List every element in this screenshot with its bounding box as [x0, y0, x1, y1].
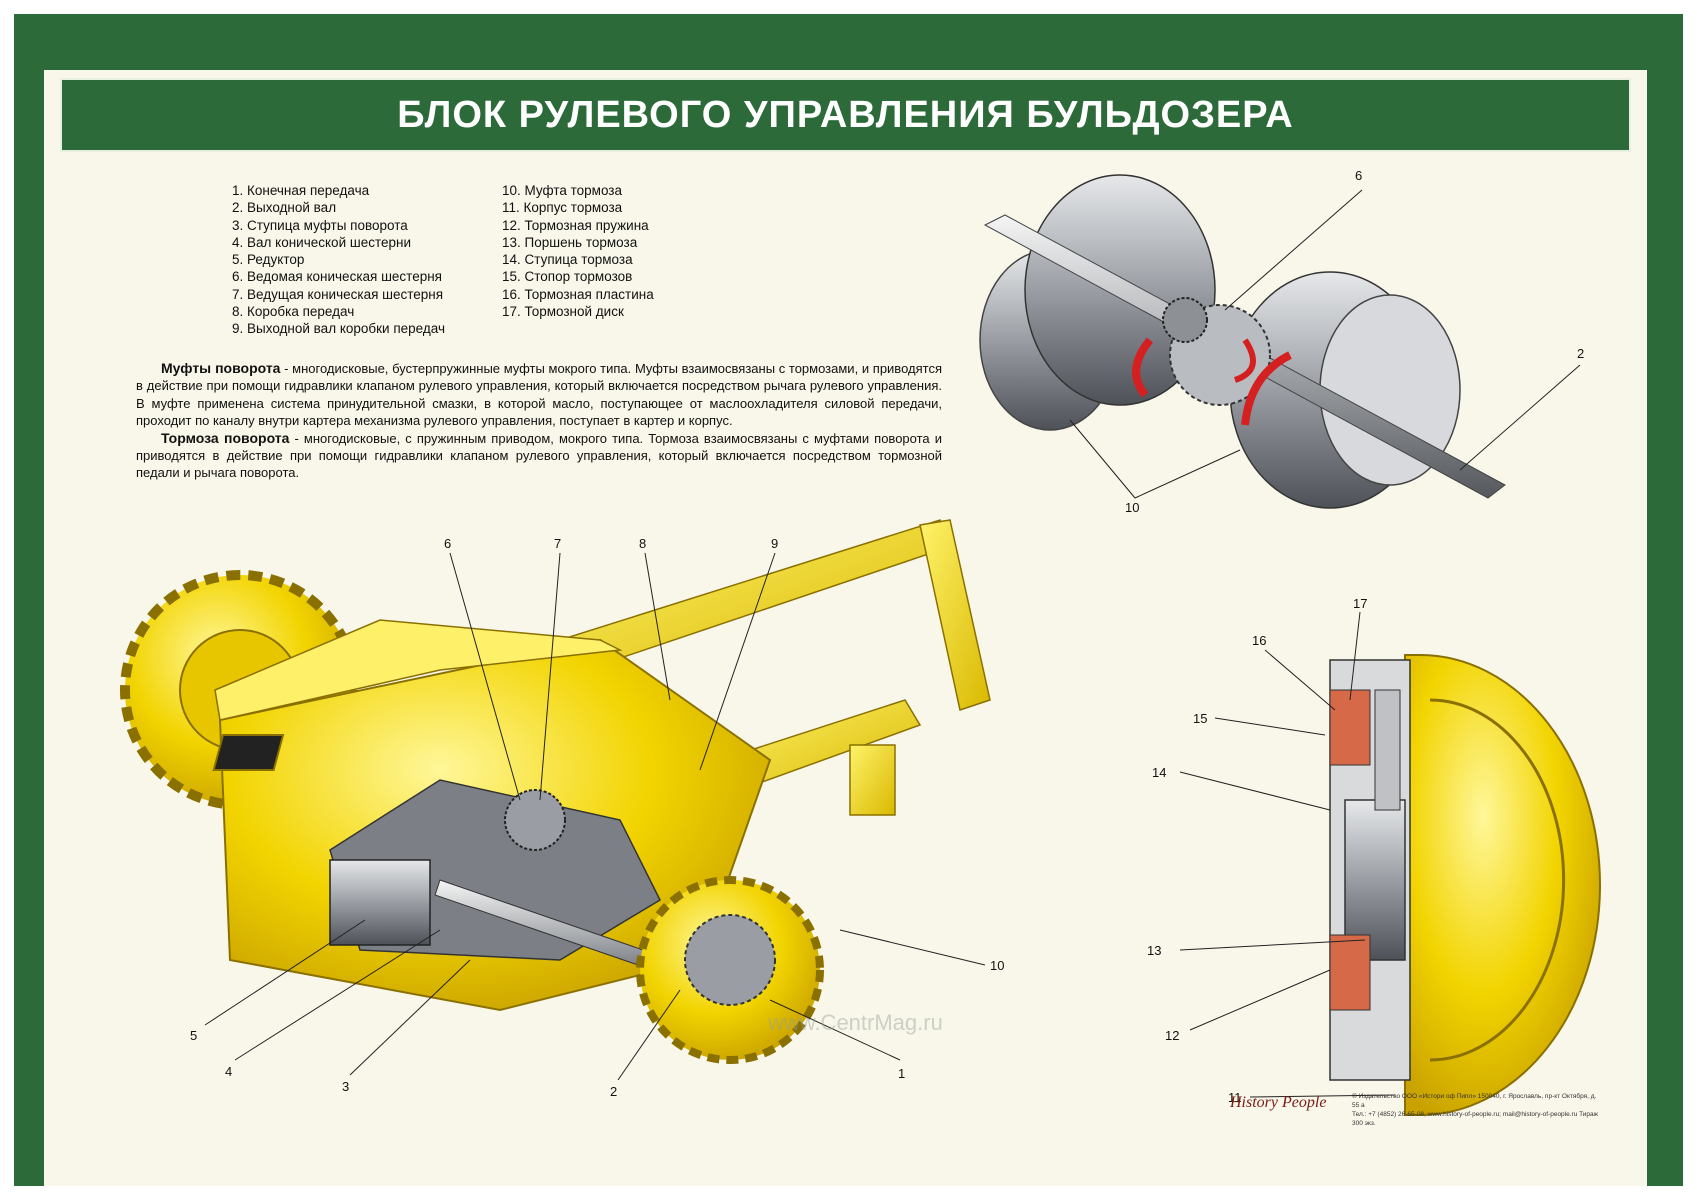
brake-housing-inner [1429, 698, 1566, 1062]
callout-number: 17 [1353, 596, 1367, 611]
clutch-illustration [979, 174, 1506, 509]
housing-top [214, 619, 623, 721]
leader-line [769, 999, 901, 1061]
callout-number: 4 [225, 1064, 232, 1079]
legend-item: 16. Тормозная пластина [502, 286, 654, 302]
legend-item: 2. Выходной вал [232, 200, 337, 216]
legend-item: 4. Вал конической шестерни [232, 234, 411, 250]
callout-number: 2 [610, 1084, 617, 1099]
description-brake-heading: Тормоза поворота [161, 429, 290, 446]
callout-number: 6 [1355, 168, 1362, 183]
title-bar: БЛОК РУЛЕВОГО УПРАВЛЕНИЯ БУЛЬДОЗЕРА [60, 78, 1631, 152]
poster-title: БЛОК РУЛЕВОГО УПРАВЛЕНИЯ БУЛЬДОЗЕРА [397, 93, 1294, 136]
callout-number: 8 [639, 536, 646, 551]
watermark: www.CentrMag.ru [768, 1010, 943, 1035]
legend-item: 11. Корпус тормоза [502, 200, 623, 216]
publisher-info: © Издательство ООО «Истори оф Пипл» 1500… [1352, 1092, 1602, 1128]
mount-bracket [849, 744, 896, 816]
inspection-hatch [212, 734, 285, 771]
pinion-gear [1162, 297, 1208, 343]
callout-number: 11 [1228, 1090, 1242, 1105]
callout-number: 14 [1152, 765, 1166, 780]
legend-item: 3. Ступица муфты поворота [232, 217, 408, 233]
brake-pack-lower [1329, 934, 1371, 1011]
description-clutch-text: - многодисковые, бустерпружинные муфты м… [136, 361, 942, 429]
leader-line [839, 929, 986, 966]
brake-illustration [1329, 654, 1601, 1116]
description-clutch-heading: Муфты поворота [161, 360, 281, 376]
leader-line [1224, 189, 1363, 311]
callout-number: 1 [898, 1066, 905, 1081]
callout-number: 15 [1193, 711, 1207, 726]
leader-line [1189, 969, 1331, 1031]
final-drive-gear [684, 914, 776, 1006]
callout-number: 16 [1252, 633, 1266, 648]
leader-line [1214, 717, 1326, 736]
publisher-address: © Издательство ООО «Истори оф Пипл» 1500… [1352, 1093, 1597, 1109]
legend-left: 1. Конечная передача 2. Выходной вал 3. … [232, 182, 445, 338]
brake-piston [1374, 689, 1401, 811]
reducer [329, 859, 431, 946]
leader-line [1179, 771, 1331, 811]
leader-line [617, 989, 681, 1081]
publisher-contacts: Тел.: +7 (4852) 26-65-08, www.history-of… [1352, 1111, 1599, 1127]
legend-item: 9. Выходной вал коробки передач [232, 321, 445, 337]
description-brake-text: - многодисковые, с пружинным приводом, м… [136, 430, 942, 481]
leader-line [644, 552, 671, 701]
rotation-arrow [1233, 338, 1256, 383]
leader-line [1134, 449, 1241, 499]
legend-item: 13. Поршень тормоза [502, 234, 638, 250]
bevel-gear-main [504, 789, 566, 851]
description-brake: Тормоза поворота - многодисковые, с пруж… [136, 430, 942, 482]
poster-frame: БЛОК РУЛЕВОГО УПРАВЛЕНИЯ БУЛЬДОЗЕРА [14, 14, 1683, 1186]
legend-item: 8. Коробка передач [232, 304, 355, 320]
rotation-arrow [1132, 337, 1154, 398]
leader-line [699, 552, 776, 771]
callout-number: 10 [1125, 500, 1139, 515]
brake-housing [1404, 654, 1601, 1116]
callout-numbers: 6 2 10 6 7 8 9 10 1 2 3 4 5 17 16 15 14 … [190, 168, 1584, 1105]
callout-number: 13 [1147, 943, 1161, 958]
brake-pack-upper [1329, 689, 1371, 766]
callout-number: 9 [771, 536, 778, 551]
description: Муфты поворота - многодисковые, бустерпр… [136, 360, 942, 482]
callout-number: 2 [1577, 346, 1584, 361]
leader-line [1069, 419, 1136, 499]
legend-item: 15. Стопор тормозов [502, 269, 633, 285]
legend-item: 1. Конечная передача [232, 183, 370, 198]
callout-number: 3 [342, 1079, 349, 1094]
frame-rail [919, 519, 991, 711]
description-clutch: Муфты поворота - многодисковые, бустерпр… [136, 360, 942, 430]
leader-line [204, 919, 366, 1026]
leader-line [349, 959, 471, 1076]
publisher-logo: History People [1230, 1094, 1327, 1111]
leader-line [1349, 611, 1361, 701]
rotation-arrow [1241, 351, 1292, 426]
leader-line [1249, 1094, 1396, 1098]
frame-rail [558, 519, 957, 671]
leader-line [1179, 939, 1366, 951]
callout-number: 7 [554, 536, 561, 551]
legend-item: 5. Редуктор [232, 252, 305, 268]
leader-line [449, 552, 521, 801]
callout-number: 5 [190, 1028, 197, 1043]
leader-line [539, 552, 561, 801]
steering-unit-illustration [120, 519, 991, 1064]
legend-item: 6. Ведомая коническая шестерня [232, 269, 442, 285]
callout-number: 10 [990, 958, 1004, 973]
legend-item: 12. Тормозная пружина [502, 217, 649, 233]
legend-right: 10. Муфта тормоза 11. Корпус тормоза 12.… [502, 182, 654, 320]
legend-item: 10. Муфта тормоза [502, 183, 622, 198]
leader-line [234, 929, 441, 1061]
leader-line [1264, 649, 1336, 711]
callout-number: 12 [1165, 1028, 1179, 1043]
legend-item: 7. Ведущая коническая шестерня [232, 286, 444, 302]
legend-item: 17. Тормозной диск [502, 304, 624, 320]
leader-line [1459, 364, 1581, 471]
callout-number: 6 [444, 536, 451, 551]
legend-item: 14. Ступица тормоза [502, 252, 633, 268]
callouts [204, 189, 1581, 1098]
